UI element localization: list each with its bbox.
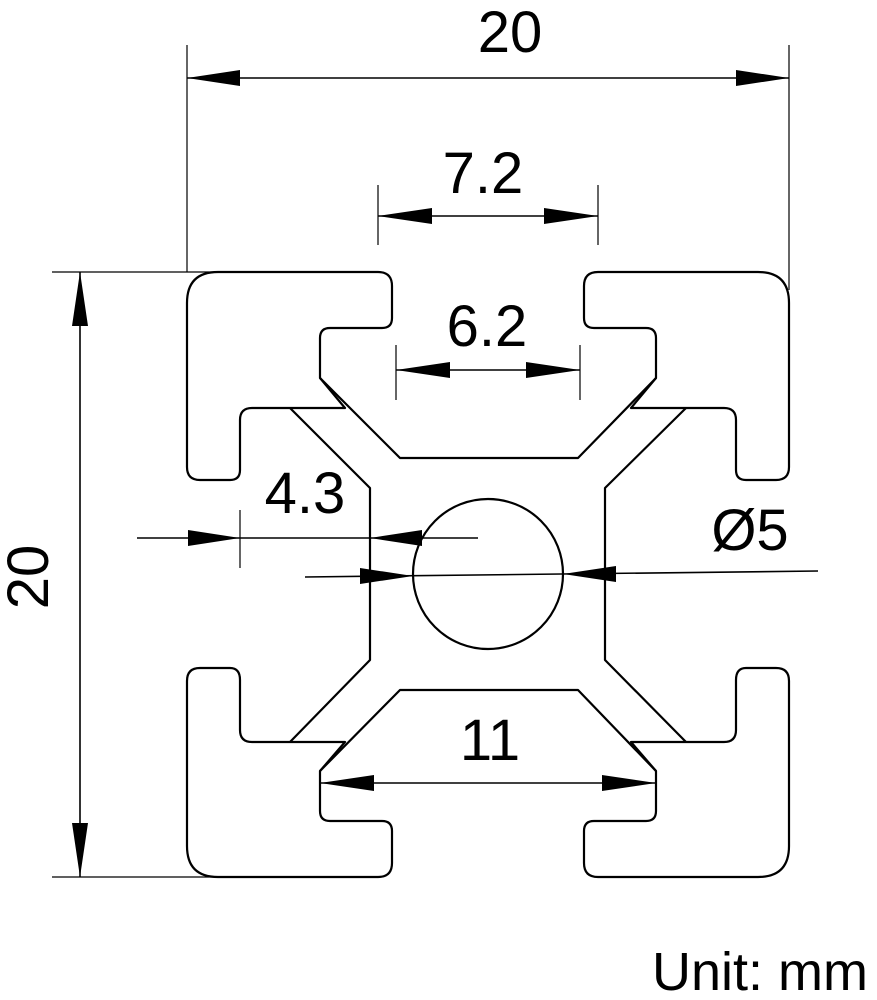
core-right-side bbox=[603, 407, 687, 743]
profile-outline bbox=[185, 270, 791, 879]
core-top-slot bbox=[319, 377, 657, 460]
core-bottom-slot bbox=[319, 688, 657, 772]
corner-bottom-left bbox=[185, 666, 394, 879]
dim-slot-depth: 4.3 bbox=[137, 461, 478, 568]
corner-top-left bbox=[185, 270, 394, 482]
label-slot-opening-inner: 6.2 bbox=[447, 294, 528, 359]
label-slot-inner-width: 11 bbox=[460, 708, 520, 773]
label-slot-depth: 4.3 bbox=[265, 461, 346, 526]
dim-center-hole: Ø5 bbox=[304, 498, 819, 584]
unit-label: Unit: mm bbox=[652, 942, 868, 1000]
dim-slot-inner-width: 11 bbox=[320, 708, 656, 791]
corner-bottom-right bbox=[582, 666, 791, 879]
dim-overall-height: 20 bbox=[0, 271, 218, 878]
dim-slot-opening-outer: 7.2 bbox=[377, 141, 599, 245]
label-slot-opening-outer: 7.2 bbox=[443, 141, 524, 206]
label-center-hole: Ø5 bbox=[711, 498, 788, 563]
corner-top-right bbox=[582, 270, 791, 482]
label-overall-width: 20 bbox=[478, 0, 543, 65]
dim-slot-opening-inner: 6.2 bbox=[395, 294, 581, 400]
dim-overall-width: 20 bbox=[186, 0, 790, 290]
core-left-upper bbox=[289, 407, 372, 743]
label-overall-height: 20 bbox=[0, 545, 61, 610]
